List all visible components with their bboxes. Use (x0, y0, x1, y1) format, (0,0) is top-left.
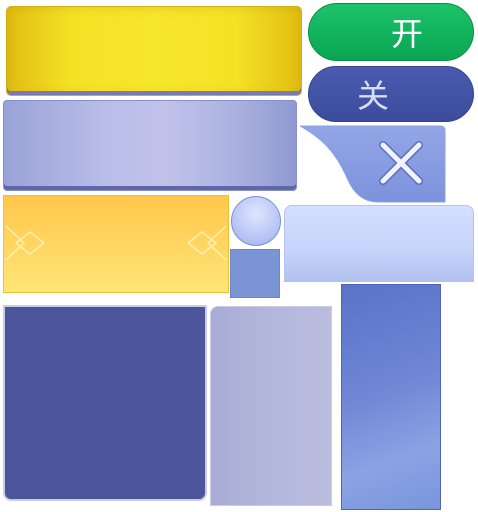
toggle-on-button[interactable]: 开 (308, 3, 474, 61)
diamond-ornament-icon (5, 225, 46, 261)
circle-button-skin[interactable] (231, 196, 281, 246)
grey-lavender-panel (210, 306, 332, 506)
blue-column-panel (341, 284, 441, 510)
toggle-on-label: 开 (390, 15, 423, 53)
light-blue-panel (284, 205, 474, 282)
dark-blue-panel (3, 305, 207, 501)
orange-button-skin[interactable] (3, 195, 229, 293)
toggle-off-label: 关 (356, 77, 389, 115)
close-tab-shape (300, 125, 446, 203)
close-icon[interactable] (374, 136, 428, 190)
toggle-off-button[interactable]: 关 (308, 66, 474, 122)
lavender-button-skin[interactable] (3, 100, 297, 191)
diamond-ornament-icon (186, 225, 227, 261)
small-square-skin[interactable] (230, 249, 280, 298)
yellow-button-skin[interactable] (6, 6, 302, 96)
